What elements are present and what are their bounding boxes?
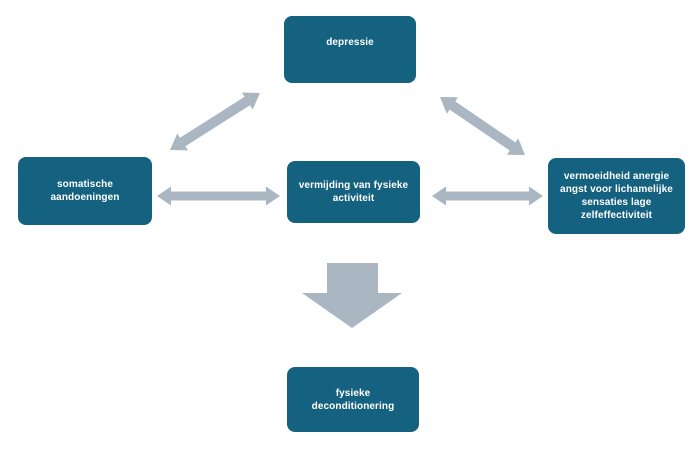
node-somatische-aandoeningen: somatische aandoeningen: [18, 157, 152, 225]
block-arrow-down-vermijding-fysieke: [302, 263, 402, 328]
double-arrow-vermijding-vermoeidheid: [432, 186, 543, 206]
node-vermijding-van-fysieke-activiteit: vermijding van fysieke activiteit: [287, 161, 420, 223]
node-vermoeidheid-anergie-angst: vermoeidheid anergie angst voor lichamel…: [548, 158, 685, 234]
double-arrow-depressie-somatische: [170, 92, 260, 151]
node-depressie: depressie: [284, 16, 416, 83]
double-arrow-somatische-vermijding: [157, 186, 280, 206]
double-arrow-depressie-vermoeidheid: [440, 97, 525, 155]
node-fysieke-deconditionering: fysieke deconditionering: [287, 367, 419, 432]
